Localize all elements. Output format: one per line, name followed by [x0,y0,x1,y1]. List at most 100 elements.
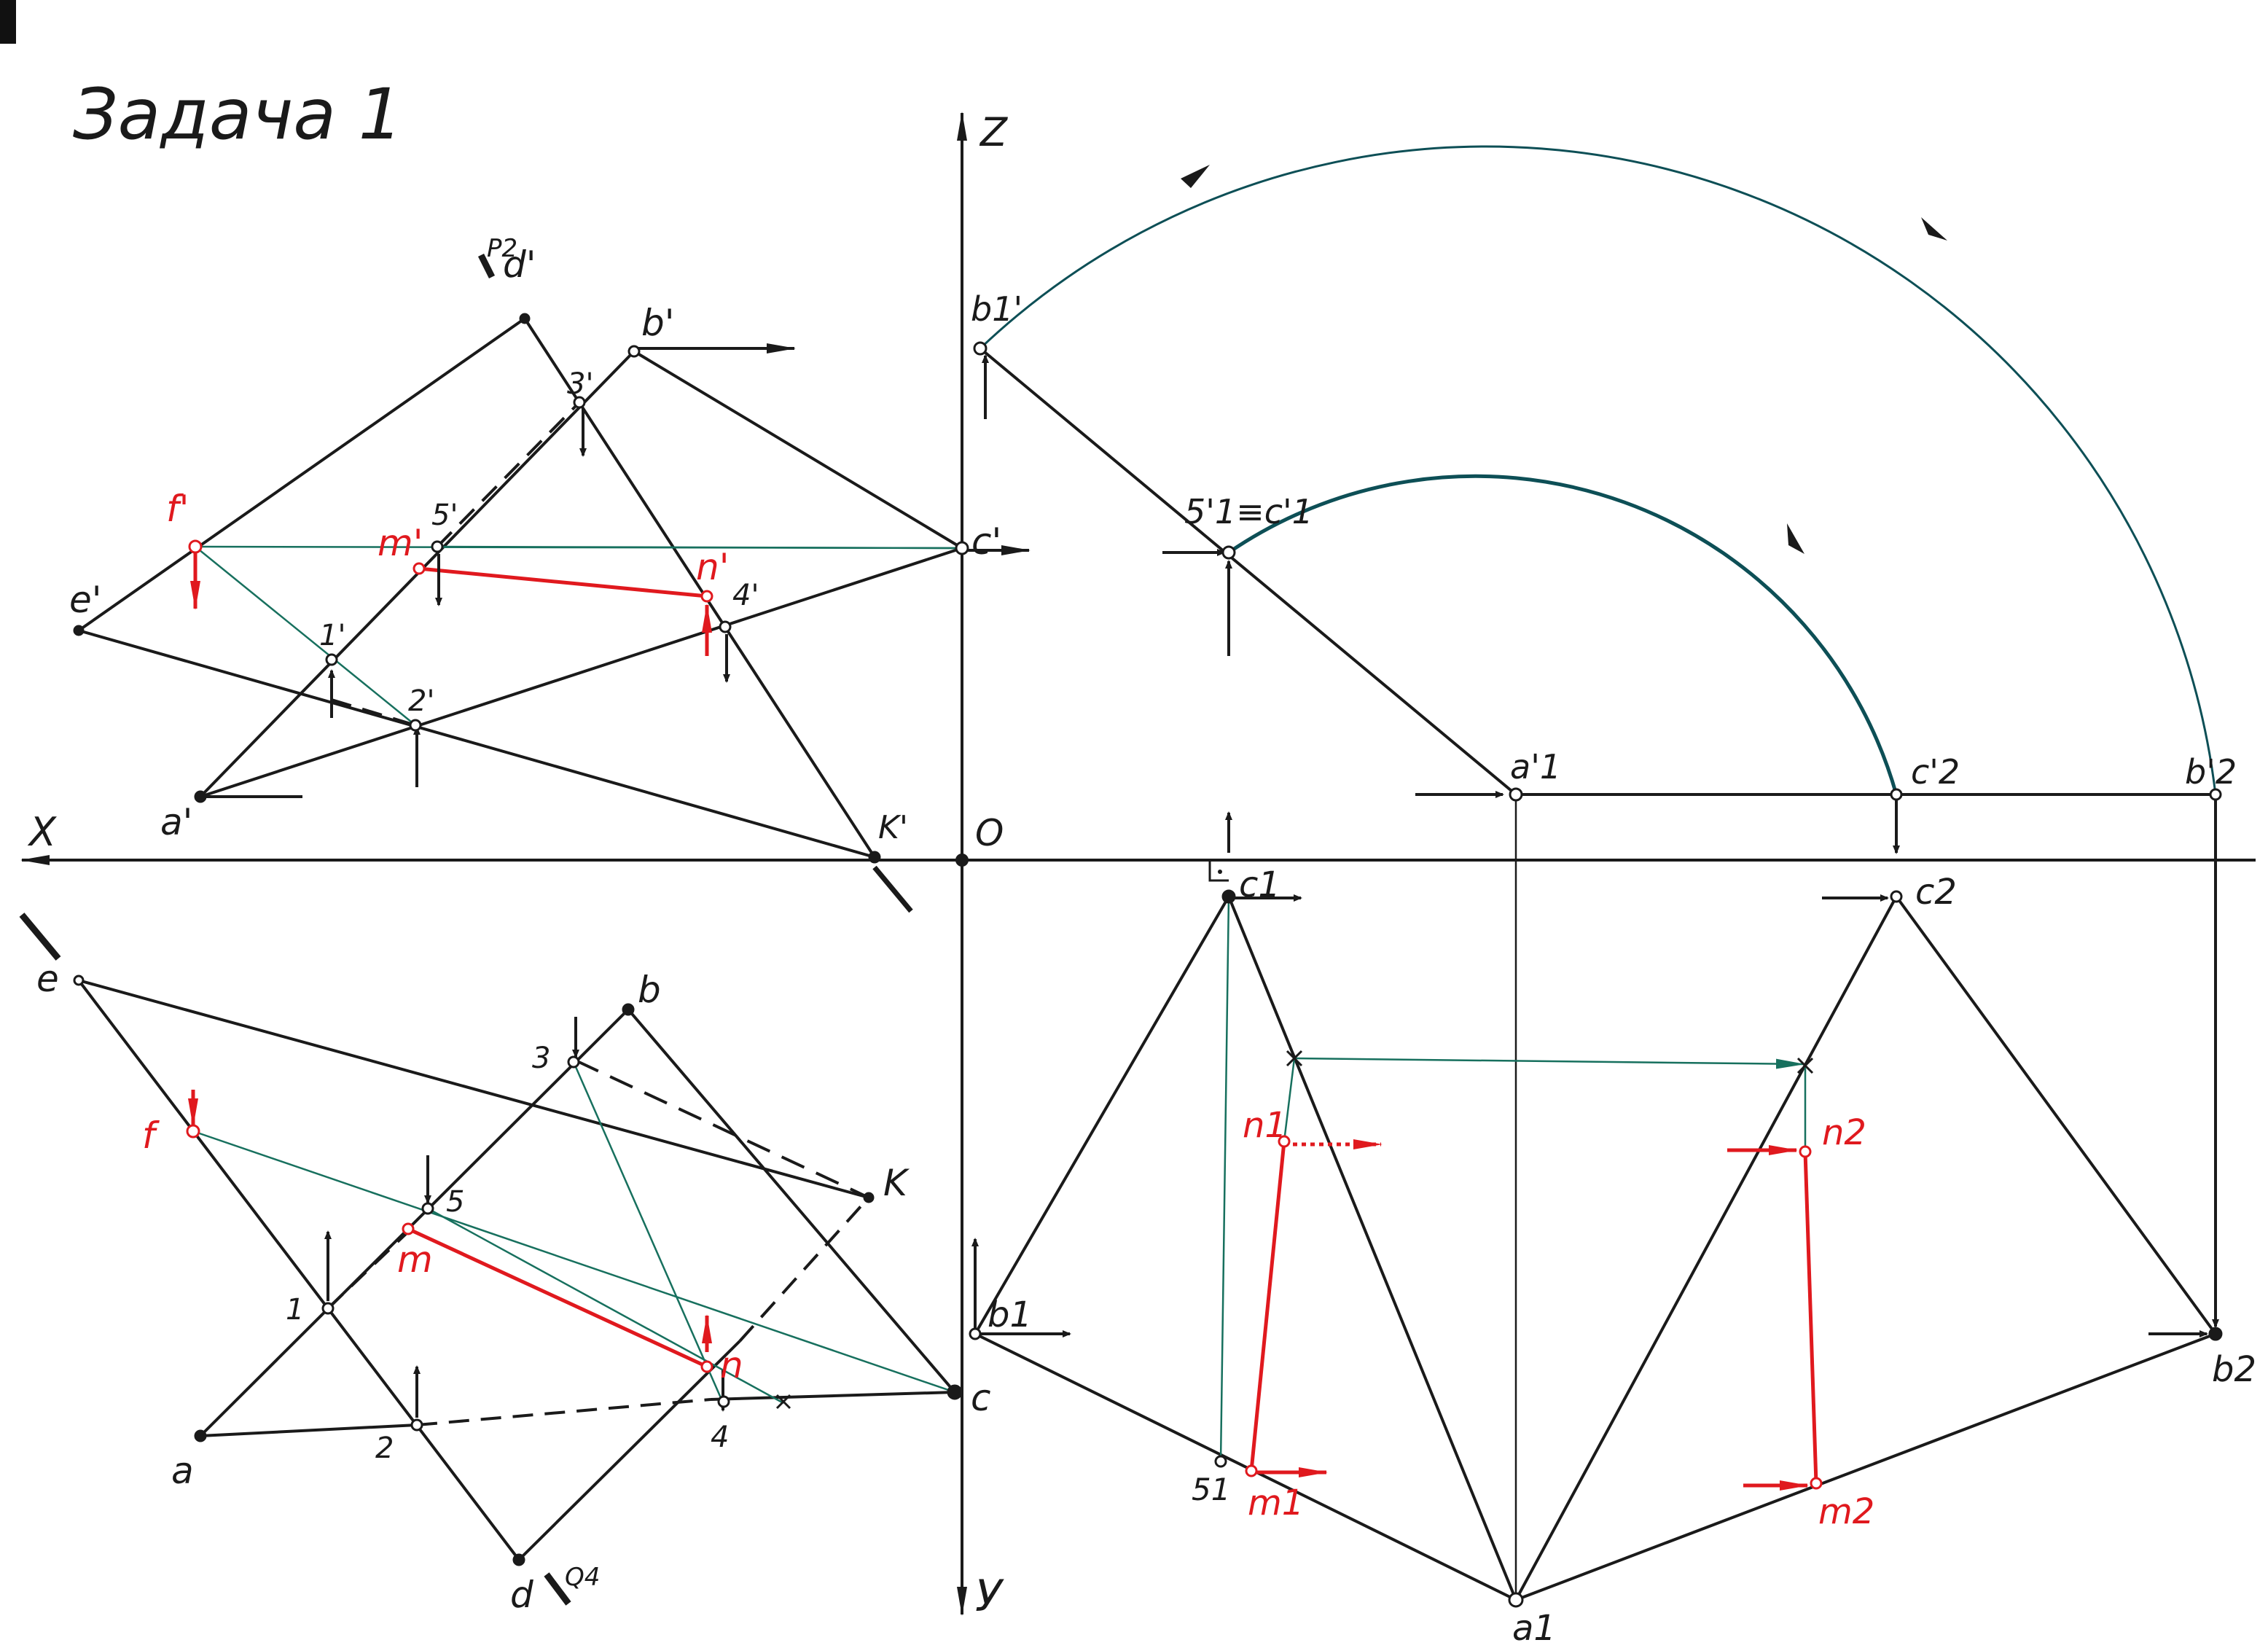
frontal-construction [195,545,963,726]
segment-m2-n2 [1803,1151,1818,1484]
plane-trace-k-prime [872,865,913,913]
label-a1-prime: a'1 [1510,747,1561,786]
point-b1 [969,1327,982,1340]
label-2: 2 [375,1432,394,1465]
frontal-arrows [328,343,1031,787]
point-2 [410,1418,423,1432]
label-5-prime: 5' [431,499,458,532]
edge-c2-a1 [1514,896,1898,1601]
right-angle-dot [1218,870,1222,874]
label-b-prime: b' [641,302,674,344]
label-c2-prime: c'2 [1911,752,1960,792]
rotation-arc-c [1227,474,1899,795]
plane-trace-p [477,253,496,279]
axis-z-label: Z [979,109,1008,155]
point-1-prime [325,653,338,666]
point-a1 [1508,1592,1524,1608]
point-n [700,1360,713,1373]
label-n2: n2 [1822,1112,1866,1153]
point-a-prime [194,790,207,803]
label-e-prime: e' [69,579,102,621]
point-3 [567,1055,580,1069]
label-b: b [638,969,661,1011]
edge-4-c [710,1391,955,1401]
teal-line-3-4 [572,1061,723,1400]
label-c: c [971,1377,991,1419]
segment-m1-n1 [1249,1141,1286,1472]
label-c2: c2 [1915,872,1957,913]
edge-b-c-prime [633,350,963,550]
point-1 [321,1302,335,1315]
edge-e-d-prime [77,317,526,632]
point-n-prime [700,590,713,603]
label-m-prime: m' [378,522,423,564]
plane-trace-q [544,1572,571,1606]
axes [20,112,2256,1616]
label-m1: m1 [1248,1483,1304,1523]
hidden-segment-2-4 [416,1398,711,1426]
point-c-prime [955,541,969,555]
point-b2-prime [2209,788,2222,801]
label-m: m [397,1238,433,1281]
label-k-prime: K' [878,809,908,846]
origin-label: O [975,812,1004,854]
cross-marks-upper [1286,1050,1814,1074]
label-b2-prime: b'2 [2185,752,2237,792]
edge-a-2 [200,1424,418,1437]
edge-a-c-prime [200,547,963,798]
axis-x-label: X [27,809,57,855]
point-n2 [1799,1145,1812,1158]
teal-transfer-line [1294,1057,1805,1069]
point-c1 [1221,889,1236,904]
point-c2 [1890,890,1903,903]
label-1: 1 [286,1293,304,1327]
label-n: n [720,1344,743,1386]
label-a: a [171,1450,194,1492]
edge-e-k-prime [78,629,875,859]
label-b1: b1 [988,1294,1032,1335]
point-4-prime [719,620,732,633]
label-3: 3 [532,1042,550,1075]
point-c1-prime [1221,545,1236,560]
point-c [947,1384,963,1400]
horizontal-arrows [324,1017,1071,1418]
transformed-horizontal-points [969,889,2223,1608]
horizontal-labels: e b K a d c 3 5 1 2 4 f m n Q4 [36,958,991,1616]
label-b1-prime: b1' [971,289,1022,329]
edge-e-d [77,979,520,1561]
point-e [73,975,85,986]
cross-mark-x-lower [775,1394,791,1410]
label-4-prime: 4' [732,579,759,612]
arc-arrowheads [1181,165,1947,554]
transformed-horizontal-labels: c1 b1 a1 c2 b2 51 n1 m1 n2 m2 [988,864,2256,1648]
teal-line-5-c-prime [437,545,963,550]
right-angle-mark [1208,860,1229,882]
point-b-prime [627,345,641,358]
frontal-points [73,313,969,864]
rotation-arc-b [979,145,2217,795]
label-b2: b2 [2212,1349,2256,1390]
origin-point [955,854,969,867]
point-5 [421,1202,434,1215]
point-m-prime [412,562,426,575]
label-n-prime: n' [696,546,729,588]
task-title: Задача 1 [73,74,403,155]
teal-line-c1-51 [1219,896,1230,1462]
edge-d-n [517,1340,741,1561]
red-segments-transformed [1249,1139,1818,1491]
transformed-frontal-points [973,341,2222,802]
point-a1-prime [1509,787,1523,802]
point-b2 [2208,1327,2223,1341]
edge-c1-b1 [974,895,1230,1335]
teal-line-f-c [192,1130,955,1394]
edge-a-b [199,1008,630,1437]
label-k: K [883,1162,910,1204]
label-f-prime: f' [166,488,189,530]
point-f-prime [188,539,203,554]
plane-trace-e [19,913,61,961]
point-5-prime [431,540,444,553]
point-b1-prime [973,341,988,356]
point-4 [717,1395,730,1408]
label-m2: m2 [1818,1491,1874,1532]
frontal-labels: d' b' e' a' K' c' 3' 5' 1' 2' 4' f' m' n… [69,234,1001,846]
